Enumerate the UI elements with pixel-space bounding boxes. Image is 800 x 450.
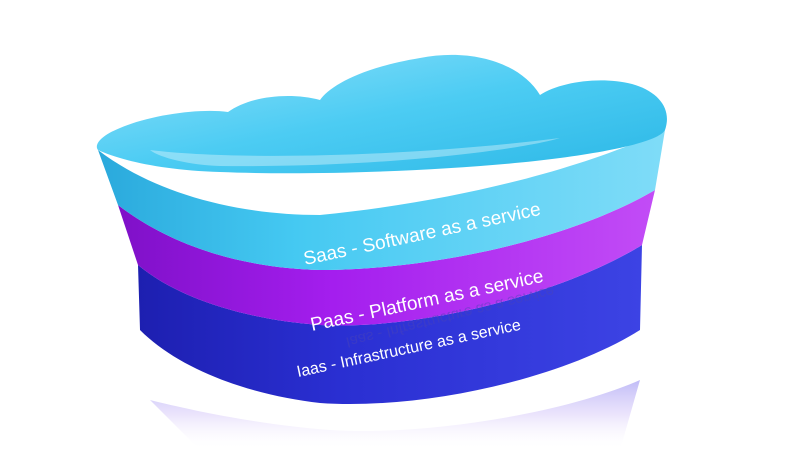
cloud-top — [96, 54, 667, 174]
paas-layer — [118, 190, 655, 326]
floor-reflection — [150, 380, 640, 450]
cloud-top-highlight — [150, 138, 560, 167]
iaas-layer — [138, 245, 642, 405]
saas-layer — [98, 130, 665, 270]
